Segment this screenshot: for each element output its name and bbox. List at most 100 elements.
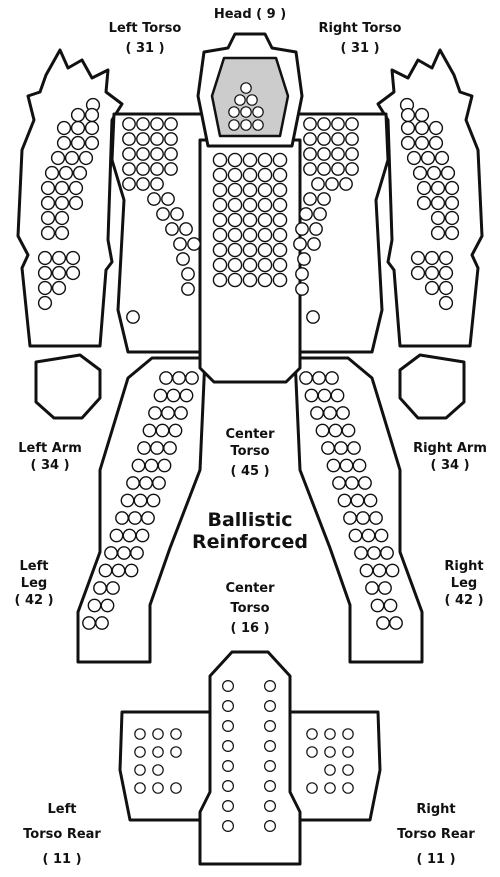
right-torso-armor-pip[interactable]	[318, 163, 330, 175]
center-torso-armor-pip[interactable]	[228, 213, 241, 226]
center-torso-rear-armor-pip[interactable]	[223, 821, 234, 832]
right-arm-armor-pip[interactable]	[422, 152, 435, 165]
left-arm-armor-pip[interactable]	[46, 167, 59, 180]
left-arm-armor-pip[interactable]	[86, 109, 99, 122]
right-torso-rear-armor-pip[interactable]	[325, 783, 335, 793]
center-torso-armor-pip[interactable]	[213, 168, 226, 181]
left-torso-rear-armor-pip[interactable]	[153, 765, 163, 775]
right-leg-armor-pip[interactable]	[313, 372, 325, 384]
center-torso-armor-pip[interactable]	[273, 213, 286, 226]
right-arm-armor-pip[interactable]	[408, 152, 421, 165]
right-leg-armor-pip[interactable]	[379, 582, 391, 594]
left-torso-armor-pip[interactable]	[123, 133, 135, 145]
right-leg-armor-pip[interactable]	[324, 407, 336, 419]
right-torso-armor-pip[interactable]	[318, 133, 330, 145]
right-arm-armor-pip[interactable]	[428, 167, 441, 180]
left-leg-armor-pip[interactable]	[162, 407, 174, 419]
center-torso-armor-pip[interactable]	[273, 183, 286, 196]
left-torso-rear-armor-pip[interactable]	[171, 729, 181, 739]
left-leg-armor-pip[interactable]	[118, 547, 130, 559]
left-leg-armor-pip[interactable]	[107, 582, 119, 594]
left-arm-armor-pip[interactable]	[86, 122, 99, 135]
right-arm-armor-pip[interactable]	[416, 109, 429, 122]
left-torso-armor-pip[interactable]	[137, 118, 149, 130]
left-leg-armor-pip[interactable]	[173, 372, 185, 384]
head-armor-pip[interactable]	[229, 120, 239, 130]
right-torso-rear-armor-pip[interactable]	[307, 747, 317, 757]
right-torso-armor-pip[interactable]	[346, 148, 358, 160]
right-arm-armor-pip[interactable]	[412, 252, 425, 265]
center-torso-armor-pip[interactable]	[243, 258, 256, 271]
right-arm-armor-pip[interactable]	[440, 282, 453, 295]
right-leg-armor-pip[interactable]	[342, 424, 354, 436]
head-armor-pip[interactable]	[241, 83, 251, 93]
right-arm-armor-pip[interactable]	[446, 212, 459, 225]
center-torso-rear-armor-pip[interactable]	[265, 681, 276, 692]
left-leg-armor-pip[interactable]	[167, 389, 179, 401]
center-torso-armor-pip[interactable]	[213, 153, 226, 166]
head-armor-pip[interactable]	[229, 107, 239, 117]
right-torso-armor-pip[interactable]	[346, 133, 358, 145]
left-arm-armor-pip[interactable]	[67, 252, 80, 265]
right-leg-armor-pip[interactable]	[360, 564, 372, 576]
right-leg-armor-pip[interactable]	[364, 494, 376, 506]
left-torso-armor-pip[interactable]	[188, 238, 200, 250]
left-leg-armor-pip[interactable]	[160, 372, 172, 384]
center-torso-armor-pip[interactable]	[213, 243, 226, 256]
center-torso-armor-pip[interactable]	[243, 273, 256, 286]
left-torso-armor-pip[interactable]	[182, 268, 194, 280]
left-leg-armor-pip[interactable]	[132, 459, 144, 471]
right-leg-armor-pip[interactable]	[305, 389, 317, 401]
right-torso-armor-pip[interactable]	[332, 133, 344, 145]
left-leg-armor-pip[interactable]	[175, 407, 187, 419]
right-arm-armor-pip[interactable]	[446, 182, 459, 195]
left-leg-armor-pip[interactable]	[151, 442, 163, 454]
left-torso-armor-pip[interactable]	[151, 178, 163, 190]
right-torso-armor-pip[interactable]	[304, 118, 316, 130]
left-leg-armor-pip[interactable]	[149, 407, 161, 419]
right-arm-armor-pip[interactable]	[446, 227, 459, 240]
left-leg-armor-pip[interactable]	[186, 372, 198, 384]
right-torso-armor-pip[interactable]	[310, 223, 322, 235]
center-torso-armor-pip[interactable]	[258, 273, 271, 286]
right-leg-armor-pip[interactable]	[353, 459, 365, 471]
left-torso-armor-pip[interactable]	[137, 178, 149, 190]
right-arm-armor-pip[interactable]	[432, 227, 445, 240]
right-leg-armor-pip[interactable]	[368, 547, 380, 559]
center-torso-armor-pip[interactable]	[228, 273, 241, 286]
right-torso-armor-pip[interactable]	[296, 283, 308, 295]
right-torso-rear-armor-pip[interactable]	[325, 729, 335, 739]
right-arm-armor-pip[interactable]	[418, 182, 431, 195]
right-leg-armor-pip[interactable]	[311, 407, 323, 419]
left-arm-armor-pip[interactable]	[86, 137, 99, 150]
center-torso-rear-armor-pip[interactable]	[265, 721, 276, 732]
left-arm-armor-pip[interactable]	[56, 212, 69, 225]
right-leg-armor-pip[interactable]	[351, 494, 363, 506]
right-arm-armor-pip[interactable]	[426, 282, 439, 295]
left-arm-armor-pip[interactable]	[42, 197, 55, 210]
center-torso-armor-pip[interactable]	[273, 273, 286, 286]
left-leg-armor-pip[interactable]	[96, 617, 108, 629]
center-torso-armor-pip[interactable]	[258, 153, 271, 166]
left-torso-rear-armor-pip[interactable]	[171, 783, 181, 793]
center-torso-armor-pip[interactable]	[273, 243, 286, 256]
head-armor-pip[interactable]	[235, 95, 245, 105]
center-torso-armor-pip[interactable]	[213, 213, 226, 226]
right-torso-armor-pip[interactable]	[304, 133, 316, 145]
left-leg-armor-pip[interactable]	[136, 529, 148, 541]
center-torso-armor-pip[interactable]	[213, 273, 226, 286]
right-arm-armor-pip[interactable]	[416, 137, 429, 150]
left-arm-armor-pip[interactable]	[56, 227, 69, 240]
center-torso-armor-pip[interactable]	[258, 183, 271, 196]
left-torso-armor-pip[interactable]	[165, 163, 177, 175]
left-leg-armor-pip[interactable]	[158, 459, 170, 471]
right-arm-armor-pip[interactable]	[440, 252, 453, 265]
left-torso-rear-armor-pip[interactable]	[135, 729, 145, 739]
right-leg-armor-pip[interactable]	[348, 442, 360, 454]
left-arm-armor-pip[interactable]	[53, 282, 66, 295]
center-torso-armor-pip[interactable]	[228, 153, 241, 166]
left-torso-rear-armor-pip[interactable]	[153, 747, 163, 757]
right-torso-armor-pip[interactable]	[332, 163, 344, 175]
left-leg-armor-pip[interactable]	[140, 477, 152, 489]
center-torso-armor-pip[interactable]	[243, 198, 256, 211]
